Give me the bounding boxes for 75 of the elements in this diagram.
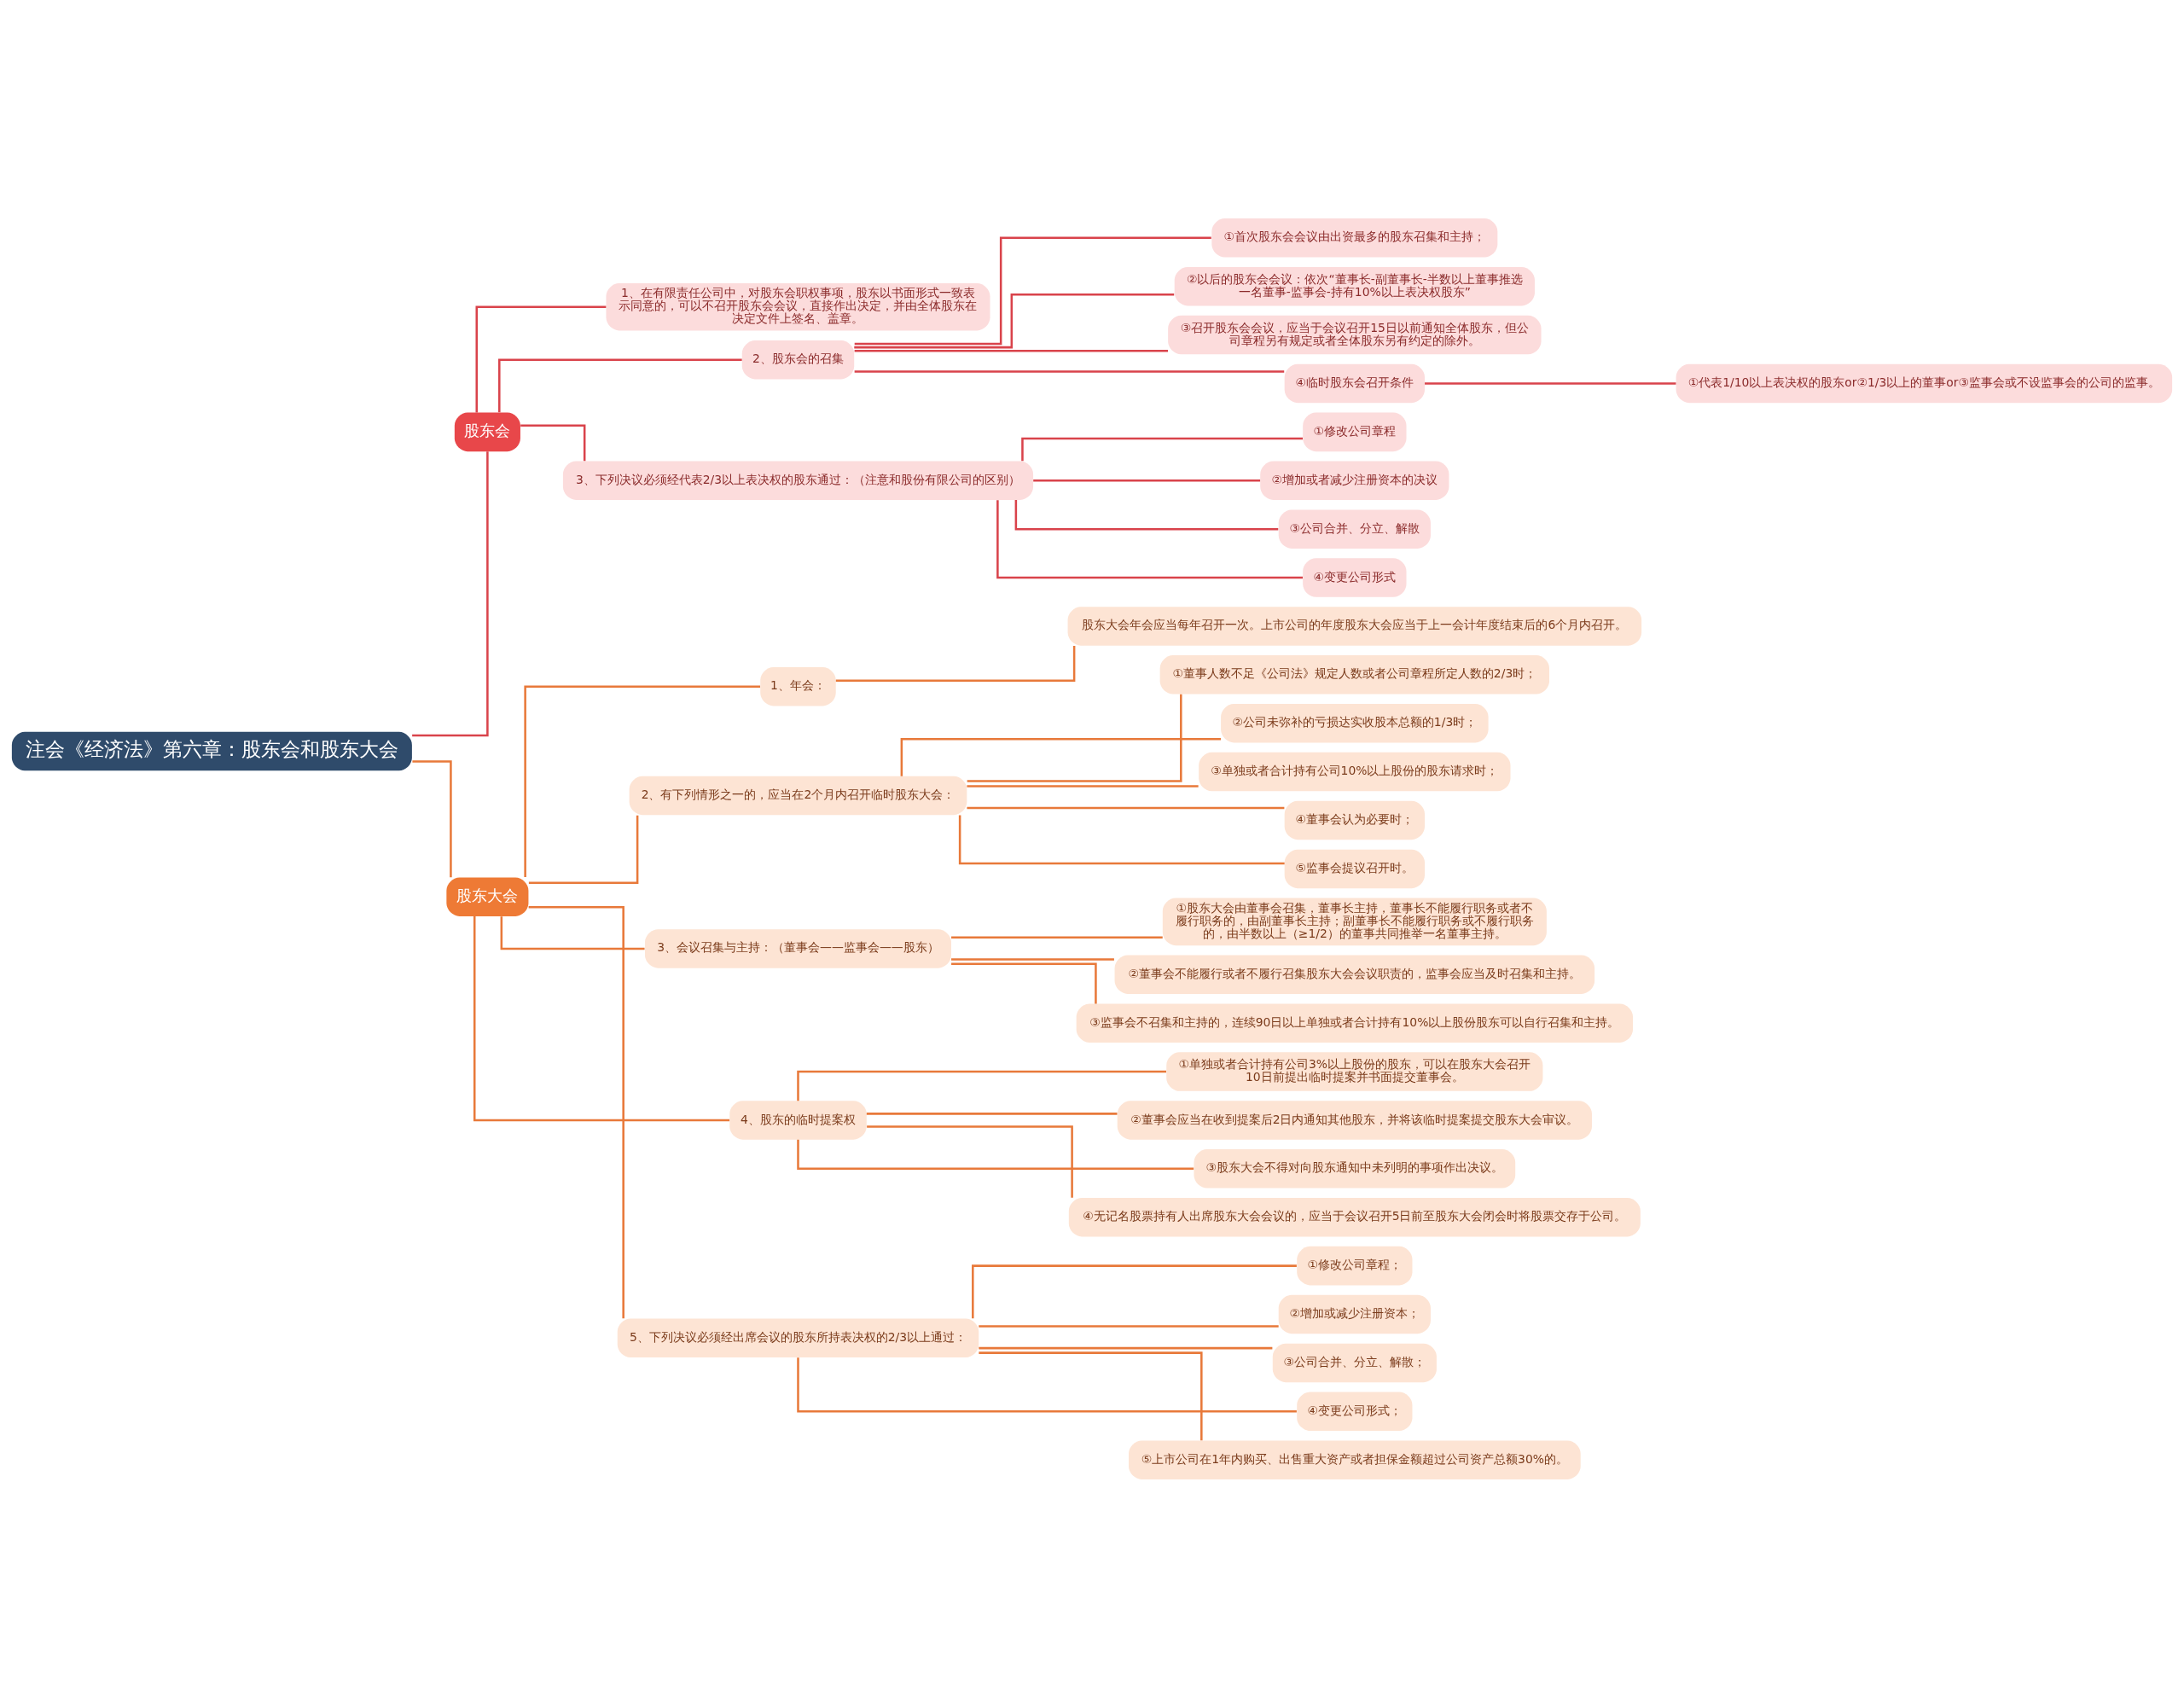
connector — [1014, 499, 1279, 530]
connector — [951, 962, 1097, 1003]
node-box: 股东会 — [454, 412, 520, 451]
node-box: ③监事会不召集和主持的，连续90日以上单独或者合计持有10%以上股份股东可以自行召集和主持。 — [1076, 1003, 1633, 1043]
node-box: ②增加或减少注册资本； — [1278, 1294, 1431, 1334]
connector — [967, 784, 1199, 787]
node-box: 4、股东的临时提案权 — [729, 1100, 867, 1140]
node-box: 2、股东会的召集 — [741, 340, 855, 379]
connector — [797, 1357, 1297, 1413]
connector — [797, 1139, 1194, 1170]
node-box: ②增加或者减少注册资本的决议 — [1260, 461, 1449, 500]
connector — [900, 737, 1222, 776]
connector — [979, 1346, 1273, 1349]
connector — [475, 305, 607, 412]
connector — [797, 1070, 1166, 1101]
node-box: 1、在有限责任公司中，对股东会职权事项，股东以书面形式一致表示同意的，可以不召开股东会会议，直接作出决定，并由全体股东在决定文件上签名、盖章。 — [606, 282, 990, 331]
node-box: 1、年会： — [760, 666, 836, 706]
node-box: ⑤上市公司在1年内购买、出售重大资产或者担保金额超过公司资产总额30%的。 — [1129, 1439, 1581, 1479]
node-box: 股东大会年会应当每年召开一次。上市公司的年度股东大会应当于上一会计年度结束后的6个月内召开。 — [1067, 606, 1642, 646]
node-box: 注会《经济法》第六章：股东会和股东大会 — [11, 731, 412, 770]
connector — [854, 349, 1169, 352]
connector — [972, 1264, 1297, 1318]
node-box: ④董事会认为必要时； — [1284, 800, 1425, 840]
connector — [500, 915, 645, 950]
node-box: 3、下列决议必须经代表2/3以上表决权的股东通过：（注意和股份有限公司的区别） — [562, 461, 1034, 500]
node-box: ③股东大会不得对向股东通知中未列明的事项作出决议。 — [1194, 1148, 1516, 1188]
connector — [520, 424, 586, 461]
node-box: ②公司未弥补的亏损达实收股本总额的1/3时； — [1221, 703, 1489, 742]
node-box: ①代表1/10以上表决权的股东or②1/3以上的董事or③监事会或不设监事会的公司的监事。 — [1676, 363, 2173, 403]
node-box: ①首次股东会会议由出资最多的股东召集和主持； — [1211, 218, 1498, 258]
connector — [951, 935, 1163, 939]
node-box: ④无记名股票持有人出席股东大会会议的，应当于会议召开5日前至股东大会闭会时将股票交存于公司。 — [1068, 1197, 1641, 1236]
node-box: ③公司合并、分立、解散； — [1272, 1343, 1437, 1382]
node-box: ④变更公司形式 — [1303, 557, 1407, 597]
connector — [1425, 381, 1676, 385]
node-box: 股东大会 — [446, 877, 529, 916]
connector — [473, 915, 730, 1121]
connector — [854, 236, 1211, 345]
node-box: ②以后的股东会会议：依次“董事长-副董事长-半数以上董事推选一名董事-监事会-持有10%以上表决权股东” — [1174, 266, 1535, 305]
node-box: ①董事人数不足《公司法》规定人数或者公司章程所定人数的2/3时； — [1159, 654, 1550, 694]
connector — [854, 293, 1175, 348]
connector — [1033, 479, 1261, 482]
node-box: ③单独或者合计持有公司10%以上股份的股东请求时； — [1199, 752, 1511, 791]
connector — [528, 815, 639, 884]
node-box: ①单独或者合计持有公司3%以上股份的股东，可以在股东大会召开10日前提出临时提案并书面提交董事会。 — [1166, 1051, 1543, 1091]
node-box: ①修改公司章程 — [1303, 412, 1407, 451]
connector — [412, 759, 452, 877]
connector — [835, 645, 1076, 682]
node-box: ③公司合并、分立、解散 — [1278, 509, 1431, 549]
connector — [958, 814, 1285, 864]
connector — [979, 1324, 1279, 1328]
node-box: ⑤监事会提议召开时。 — [1284, 849, 1425, 888]
node-box: ②董事会不能履行或者不履行召集股东大会会议职责的，监事会应当及时召集和主持。 — [1114, 955, 1595, 994]
connector — [967, 806, 1285, 809]
node-box: ①股东大会由董事会召集，董事长主持，董事长不能履行职务或者不履行职务的，由副董事长主持；副董事长不能履行职务或不履行职务的，由半数以上（≥1/2）的董事共同推举一名董事主持。 — [1162, 898, 1547, 945]
connector — [979, 1351, 1203, 1440]
connector — [996, 499, 1303, 578]
node-box: 3、会议召集与主持：（董事会——监事会——股东） — [645, 928, 951, 968]
connector — [1021, 437, 1303, 461]
connector — [524, 684, 760, 877]
node-box: ④变更公司形式； — [1297, 1392, 1413, 1431]
connector — [528, 905, 624, 1318]
connector — [866, 1112, 1118, 1115]
connector — [967, 694, 1182, 782]
node-box: 2、有下列情形之一的，应当在2个月内召开临时股东大会： — [629, 776, 967, 815]
connector — [498, 357, 742, 412]
node-box: ②董事会应当在收到提案后2日内通知其他股东，并将该临时提案提交股东大会审议。 — [1117, 1100, 1592, 1140]
node-box: ①修改公司章程； — [1297, 1246, 1413, 1285]
node-box: 5、下列决议必须经出席会议的股东所持表决权的2/3以上通过： — [617, 1318, 979, 1357]
connector — [412, 450, 489, 736]
connector — [867, 1125, 1073, 1198]
node-box: ④临时股东会召开条件 — [1284, 363, 1425, 403]
node-box: ③召开股东会会议，应当于会议召开15日以前通知全体股东，但公司章程另有规定或者全体股东另有约定的除外。 — [1168, 315, 1542, 354]
connector — [951, 957, 1114, 961]
connector — [854, 369, 1285, 373]
